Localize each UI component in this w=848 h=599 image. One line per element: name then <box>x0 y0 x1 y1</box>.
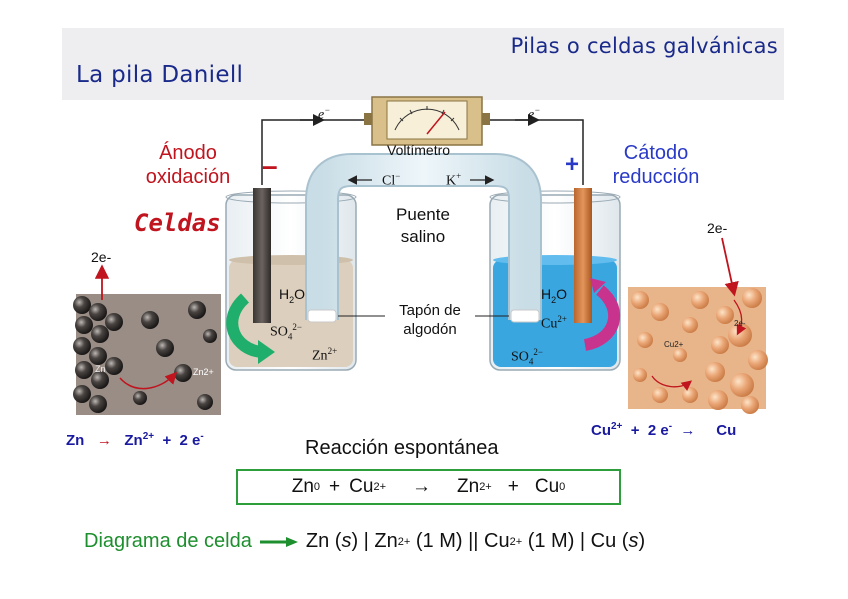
header-band <box>62 28 784 100</box>
electron-label-right: e− <box>528 105 541 123</box>
cathode-inset-electrons: 2e- <box>707 220 728 236</box>
copper-inset <box>628 237 768 414</box>
chloride-ion-label: Cl− <box>382 171 401 189</box>
wire-left <box>261 119 380 185</box>
arrow-right-icon <box>259 536 298 547</box>
page-title: La pila Daniell <box>76 62 244 88</box>
wire-right <box>472 119 584 185</box>
voltmeter <box>364 96 490 146</box>
subtitle: Pilas o celdas galvánicas <box>510 34 778 58</box>
left-water-label: H2O <box>279 286 306 305</box>
cotton-plug-left <box>307 309 337 323</box>
copper-flow-arrow <box>583 285 621 351</box>
cathode-inset-cu2: Cu2+ <box>664 340 684 349</box>
cotton-plug-right <box>510 309 540 323</box>
voltmeter-label: Voltímetro <box>387 142 451 158</box>
anode-inset-electrons: 2e- <box>91 249 112 265</box>
reaction-title: Reacción espontánea <box>305 437 499 459</box>
cathode-sign: + <box>565 151 580 178</box>
zinc-inset <box>73 264 221 415</box>
zinc-electrode <box>253 188 271 323</box>
left-zinc-ion-label: Zn2+ <box>312 346 338 364</box>
right-sulfate-label: SO42− <box>511 347 543 367</box>
anode-half-reaction: Zn → Zn2+ + 2 e- <box>66 431 204 449</box>
potassium-ion-label: K+ <box>446 171 462 189</box>
cathode-inset-e: 2e- <box>734 319 746 328</box>
cathode-half-reaction: Cu2+ + 2 e- → Cu <box>591 421 737 439</box>
zinc-flow-arrow <box>226 293 264 358</box>
anode-inset-zn: Zn <box>95 364 106 374</box>
right-copper-ion-label: Cu2+ <box>541 314 567 332</box>
cells-label: Celdas <box>134 209 221 237</box>
cell-diagram-label: Diagrama de celda <box>84 530 252 552</box>
electron-label-left: e− <box>318 105 331 123</box>
right-water-label: H2O <box>541 286 568 305</box>
anode-sign: – <box>262 150 278 181</box>
copper-electrode <box>574 188 592 323</box>
anode-inset-zn2: Zn2+ <box>193 367 214 377</box>
left-sulfate-label: SO42− <box>270 322 302 342</box>
